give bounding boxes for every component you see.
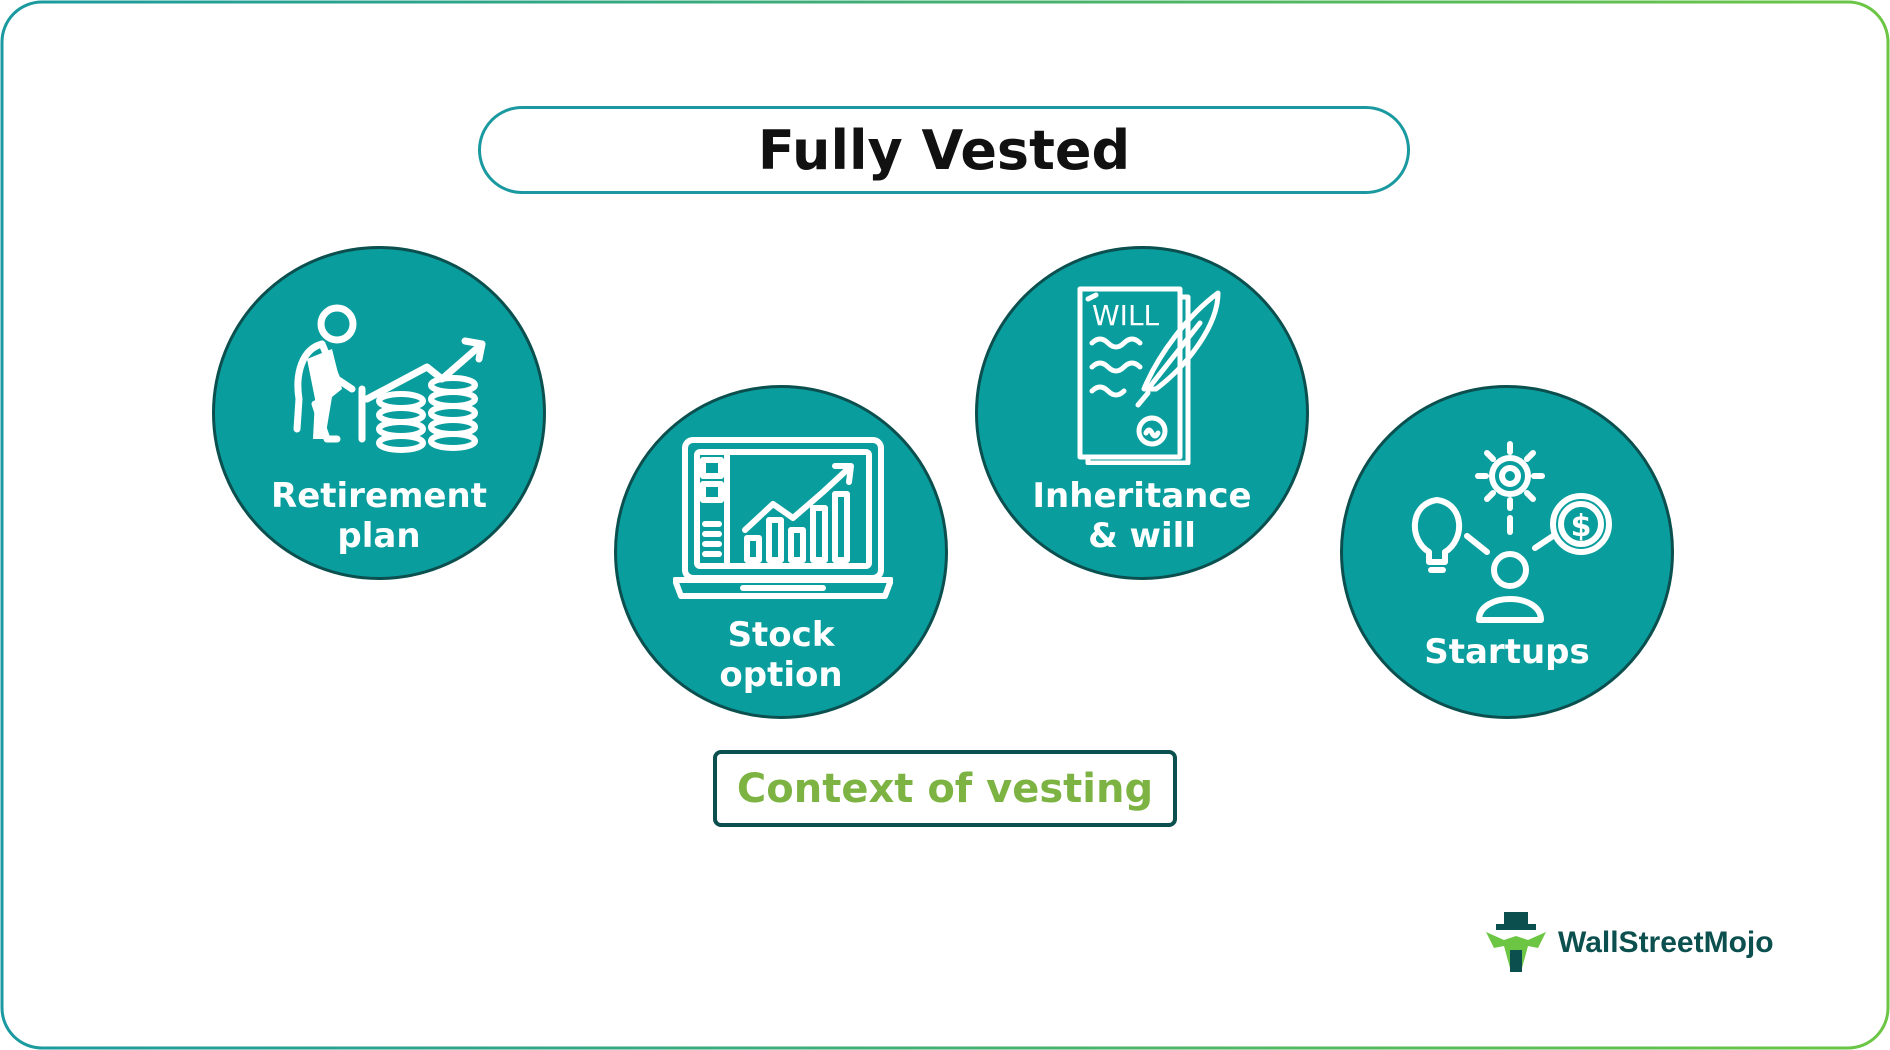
- stock-option-circle: Stock option: [614, 385, 948, 719]
- retirement-plan-circle: Retirement plan: [212, 246, 546, 580]
- page-title: Fully Vested: [757, 118, 1131, 182]
- svg-text:$: $: [1571, 509, 1592, 544]
- context-label: Context of vesting: [736, 765, 1154, 812]
- wallstreetmojo-logo-icon: [1486, 912, 1546, 972]
- startups-label: Startups: [1424, 632, 1590, 672]
- brand-name: WallStreetMojo: [1558, 926, 1774, 959]
- stock-label-line1: Stock: [727, 615, 835, 655]
- inheritance-label-line1: Inheritance: [1032, 476, 1252, 516]
- will-document-quill-icon: WILL: [1077, 286, 1221, 465]
- title-banner: Fully Vested: [478, 106, 1410, 194]
- stock-label-line2: option: [719, 655, 843, 695]
- brand-logo: WallStreetMojo: [1482, 910, 1774, 976]
- inheritance-will-circle: WILL Inheritance & will: [975, 246, 1309, 580]
- elderly-coins-growth-icon: [293, 304, 486, 453]
- inheritance-label-line2: & will: [1088, 516, 1196, 556]
- startups-circle: $ Startups: [1340, 385, 1674, 719]
- will-icon-text: WILL: [1092, 299, 1160, 332]
- retirement-label-line1: Retirement: [271, 476, 487, 516]
- context-of-vesting-box: Context of vesting: [713, 750, 1177, 827]
- startup-network-icon: $: [1412, 441, 1612, 623]
- laptop-chart-icon: [673, 437, 893, 599]
- retirement-label-line2: plan: [337, 516, 421, 556]
